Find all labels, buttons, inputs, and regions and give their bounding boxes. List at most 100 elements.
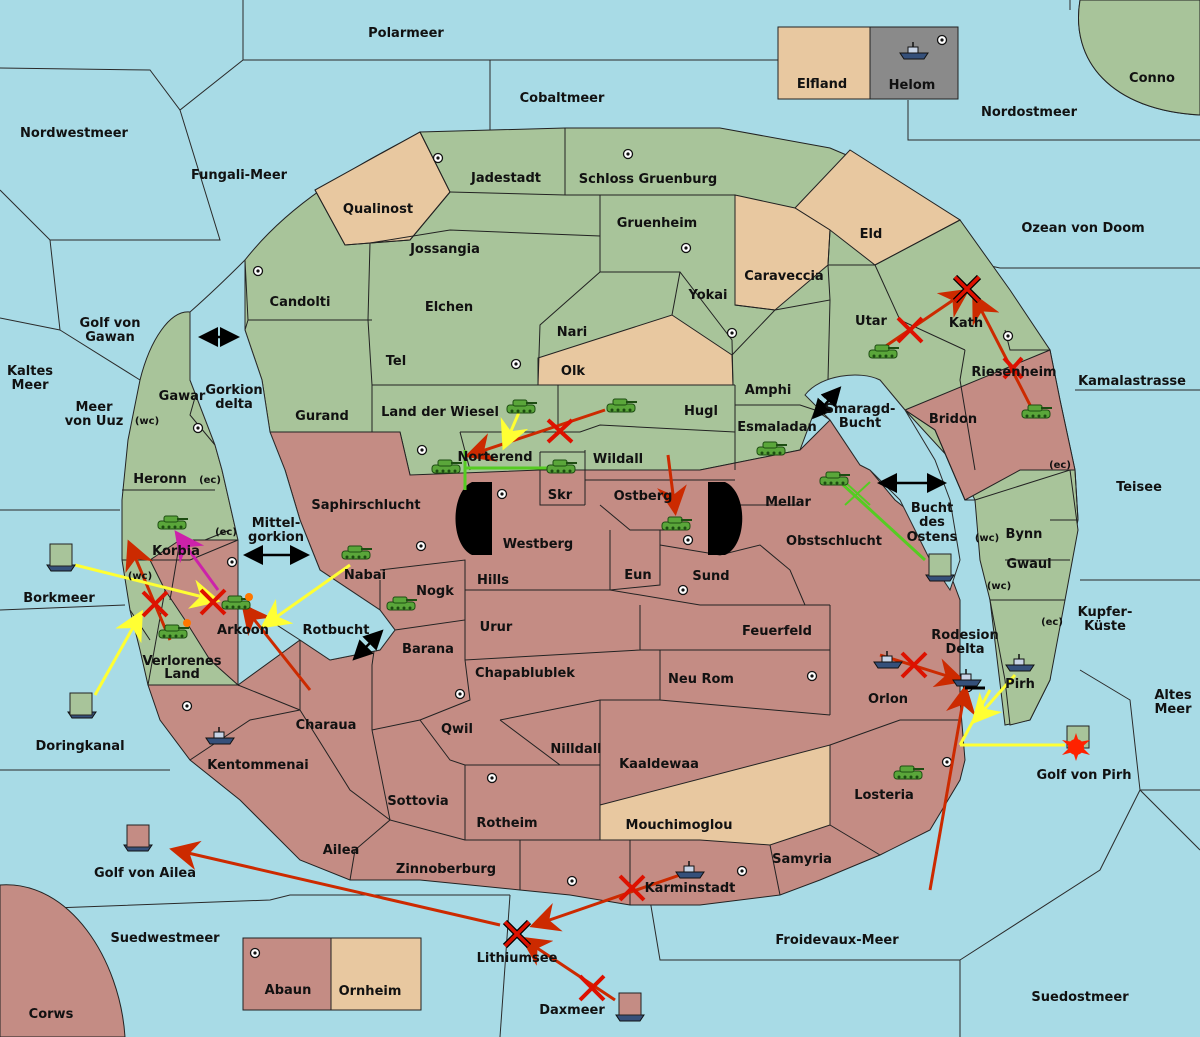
coast-gwaul-ec: (ec): [1041, 617, 1063, 628]
label-golf-gawan-2: Gawan: [85, 330, 134, 345]
label-samyria: Samyria: [772, 852, 832, 867]
label-golf-pirh: Golf von Pirh: [1036, 768, 1131, 783]
label-conno: Conno: [1129, 71, 1175, 86]
label-nilldall: Nilldall: [550, 742, 601, 757]
label-utar: Utar: [855, 314, 888, 329]
label-abaun: Abaun: [265, 983, 312, 998]
label-sottovia: Sottovia: [387, 794, 448, 809]
label-tel: Tel: [386, 354, 406, 369]
label-kamalastrasse: Kamalastrasse: [1078, 374, 1186, 389]
label-neu-rom: Neu Rom: [668, 672, 734, 687]
label-fungali: Fungali-Meer: [191, 168, 288, 183]
label-elchen: Elchen: [425, 300, 473, 315]
gorkion-delta-water[interactable]: [189, 258, 396, 661]
label-obstschlucht: Obstschlucht: [786, 534, 882, 549]
label-smaragd-2: Bucht: [839, 416, 881, 431]
label-olk: Olk: [561, 364, 586, 379]
coast-bynn-wc: (wc): [975, 533, 999, 544]
label-kaaldewaa: Kaaldewaa: [619, 757, 699, 772]
label-gurand: Gurand: [295, 409, 349, 424]
label-gwaul: Gwaul: [1006, 557, 1051, 572]
territory-labels: Polarmeer Cobaltmeer Nordwestmeer Nordos…: [7, 26, 1192, 1022]
coast-teisee-ec: (ec): [1049, 460, 1071, 471]
label-kupfer-2: Küste: [1084, 619, 1126, 634]
label-golf-ailea: Golf von Ailea: [94, 866, 196, 881]
label-meer-uuz-1: Meer: [76, 400, 114, 415]
label-nabai: Nabai: [344, 568, 386, 583]
label-skr: Skr: [548, 488, 573, 503]
label-sund: Sund: [692, 569, 729, 584]
label-altes-1: Altes: [1154, 688, 1192, 703]
label-schloss: Schloss Gruenburg: [579, 172, 717, 187]
territory-patches: [149, 131, 1076, 846]
ornheim-territory[interactable]: [330, 937, 422, 1011]
label-charaua: Charaua: [296, 718, 357, 733]
eastern-peninsula: [974, 469, 1079, 726]
label-lithiumsee: Lithiumsee: [477, 951, 558, 966]
smaragd-bucht-water[interactable]: [804, 374, 961, 592]
label-bucht-1: Bucht: [911, 501, 953, 516]
label-doringkanal: Doringkanal: [35, 739, 124, 754]
coast-heronn-ec: (ec): [199, 475, 221, 486]
label-hugl: Hugl: [684, 404, 718, 419]
label-jadestadt: Jadestadt: [470, 171, 541, 186]
label-urur: Urur: [480, 620, 513, 635]
label-daxmeer: Daxmeer: [539, 1003, 605, 1018]
label-mouchimoglou: Mouchimoglou: [626, 818, 733, 833]
label-zinnoberburg: Zinnoberburg: [396, 862, 496, 877]
label-orlon: Orlon: [868, 692, 908, 707]
label-verlorenes-1: Verlorenes: [142, 654, 221, 669]
label-esmaladan: Esmaladan: [737, 420, 817, 435]
label-froidevaux: Froidevaux-Meer: [775, 933, 899, 948]
label-eld: Eld: [860, 227, 883, 242]
kupfer-kueste-water-edge: [1074, 469, 1079, 521]
label-caraveccia: Caraveccia: [744, 269, 823, 284]
label-gorkion-2: delta: [215, 397, 253, 412]
label-wildall: Wildall: [593, 452, 643, 467]
label-saphir: Saphirschlucht: [311, 498, 420, 513]
label-ornheim: Ornheim: [339, 984, 402, 999]
label-kaltes-2: Meer: [12, 378, 50, 393]
label-losteria: Losteria: [854, 788, 914, 803]
label-qwil: Qwil: [441, 722, 473, 737]
label-mittel-1: Mittel-: [252, 516, 301, 531]
label-feuerfeld: Feuerfeld: [742, 624, 812, 639]
label-nordostmeer: Nordostmeer: [981, 105, 1078, 120]
label-qualinost: Qualinost: [343, 202, 413, 217]
order-arrows: [74, 288, 1065, 1002]
failed-order-markers: [141, 316, 1024, 1002]
label-kentommenai: Kentommenai: [207, 758, 308, 773]
label-bynn: Bynn: [1006, 527, 1043, 542]
central-impassable-lake: [455, 482, 743, 555]
label-bucht-3: Ostens: [907, 530, 958, 545]
label-altes-2: Meer: [1155, 702, 1193, 717]
label-yokai: Yokai: [687, 288, 727, 303]
label-amphi: Amphi: [745, 383, 792, 398]
label-mellar: Mellar: [765, 495, 811, 510]
corws-territory[interactable]: [0, 884, 126, 1037]
label-heronn: Heronn: [133, 472, 187, 487]
coast-labels: (wc) (ec) (ec) (wc) (ec) (wc) (wc) (ec): [128, 416, 1071, 628]
label-nogk: Nogk: [416, 584, 454, 599]
label-riesenheim: Riesenheim: [971, 365, 1056, 380]
label-nari: Nari: [557, 325, 588, 340]
label-suedostmeer: Suedostmeer: [1031, 990, 1129, 1005]
label-bridon: Bridon: [929, 412, 977, 427]
label-verlorenes-2: Land: [164, 667, 200, 682]
label-borkmeer: Borkmeer: [23, 591, 95, 606]
battle-explosion-icon: [183, 593, 1090, 761]
conno-territory[interactable]: [1078, 0, 1200, 116]
label-nordwestmeer: Nordwestmeer: [20, 126, 128, 141]
label-smaragd-1: Smaragd-: [825, 402, 896, 417]
label-barana: Barana: [402, 642, 454, 657]
label-gorkion-1: Gorkion: [205, 383, 262, 398]
label-ailea: Ailea: [323, 843, 360, 858]
label-rodesion-1: Rodesion: [931, 628, 998, 643]
label-kupfer-1: Kupfer-: [1078, 605, 1133, 620]
label-polarmeer: Polarmeer: [368, 26, 444, 41]
coast-gawar-wc: (wc): [135, 416, 159, 427]
label-hills: Hills: [477, 573, 509, 588]
label-rotbucht: Rotbucht: [303, 623, 370, 638]
dislodged-markers-inner: [503, 275, 981, 948]
label-rotheim: Rotheim: [476, 816, 537, 831]
